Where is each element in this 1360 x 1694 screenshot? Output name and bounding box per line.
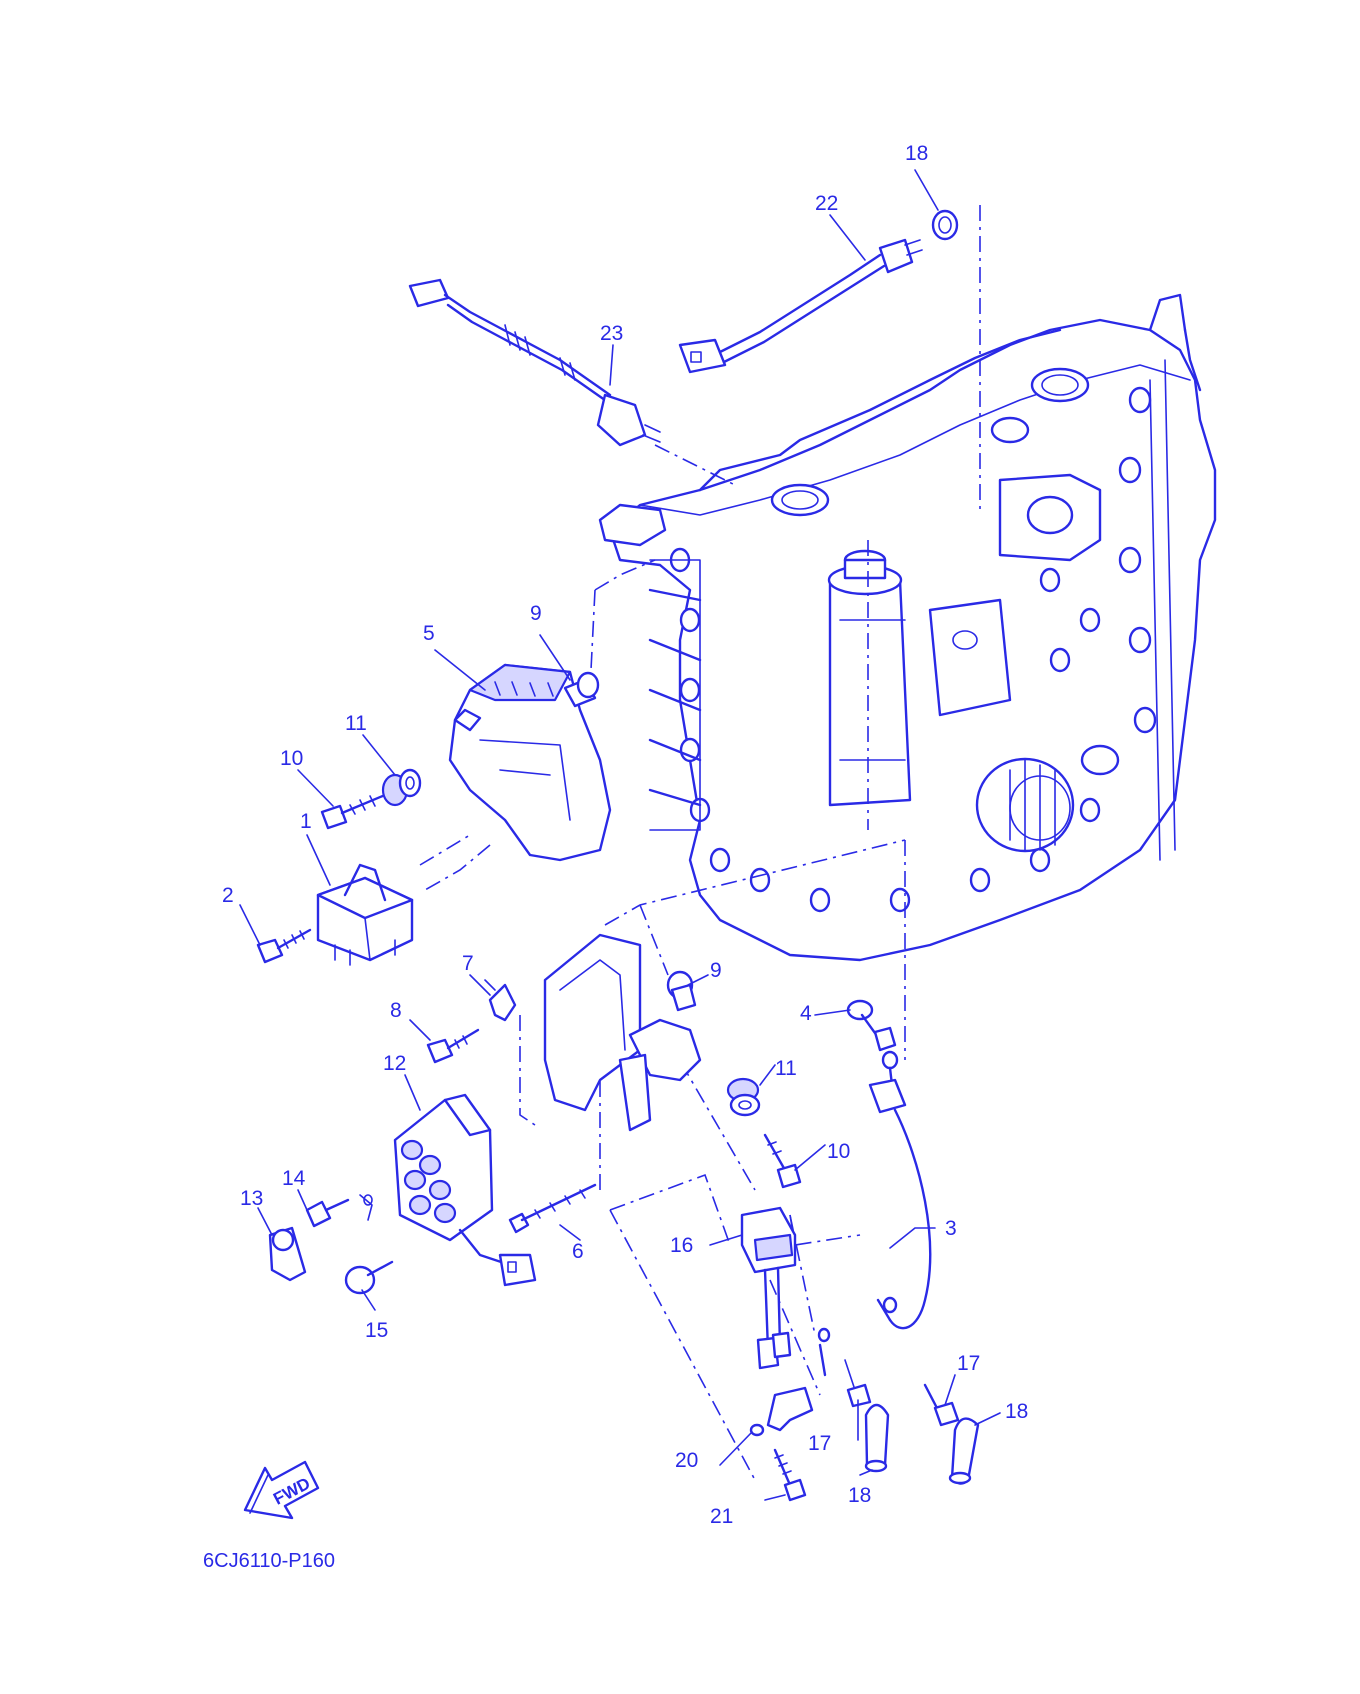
callout-7: 7 bbox=[462, 952, 474, 975]
callout-20: 21 bbox=[710, 1505, 733, 1528]
block-bosses bbox=[669, 386, 1157, 913]
callout-11-upper: 11 bbox=[345, 712, 367, 735]
callout-10-upper: 10 bbox=[280, 747, 303, 770]
part-3-cable bbox=[868, 1050, 932, 1330]
part-16-connector bbox=[740, 1206, 797, 1370]
callout-18-right: 18 bbox=[1005, 1400, 1028, 1423]
part-19-bracket bbox=[749, 1386, 814, 1437]
part-11-grommet-upper bbox=[381, 768, 422, 807]
part-23-sensor bbox=[408, 278, 661, 447]
callout-16: 16 bbox=[670, 1234, 693, 1257]
part-9-collar-upper bbox=[563, 671, 600, 708]
part-10-bolt-upper bbox=[320, 793, 387, 830]
callout-21: 22 bbox=[815, 192, 838, 215]
part-11-grommet-lower bbox=[726, 1077, 761, 1117]
part-22-o-ring bbox=[931, 209, 959, 241]
part-18-cap-right bbox=[948, 1417, 980, 1485]
callout-14: 14 bbox=[282, 1167, 306, 1190]
mounting-plate bbox=[543, 933, 702, 1132]
drawing-code: 6CJ6110-P160 bbox=[203, 1550, 335, 1572]
part-21-sensor bbox=[678, 238, 923, 374]
callout-6: 6 bbox=[572, 1240, 584, 1263]
part-5-bracket bbox=[448, 663, 612, 862]
part-14-bolt bbox=[305, 1194, 373, 1228]
callout-labels: 18 22 23 9 5 11 10 1 2 7 9 8 4 11 12 10 … bbox=[222, 142, 1028, 1528]
engine-block bbox=[598, 293, 1217, 962]
part-10-bolt-lower bbox=[763, 1133, 802, 1189]
part-15-bolt bbox=[344, 1260, 394, 1295]
callout-3: 3 bbox=[945, 1217, 957, 1240]
part-20-screw bbox=[773, 1448, 807, 1502]
callout-15: 15 bbox=[365, 1319, 388, 1342]
callout-4: 4 bbox=[800, 1002, 812, 1025]
part-7-clamp bbox=[484, 979, 517, 1022]
callout-23: 23 bbox=[600, 322, 623, 345]
part-12-relay-block bbox=[393, 1093, 537, 1287]
leader-lines bbox=[239, 169, 1001, 1501]
part-6-cable-tie bbox=[508, 1183, 597, 1234]
callout-18-left: 18 bbox=[848, 1484, 871, 1507]
part-18-cap-left bbox=[864, 1403, 890, 1473]
fwd-arrow-icon: FWD bbox=[243, 1460, 320, 1520]
callout-10-lower: 10 bbox=[827, 1140, 850, 1163]
callout-17-lower: 17 bbox=[808, 1432, 831, 1455]
callout-2: 2 bbox=[222, 884, 234, 907]
callout-12: 12 bbox=[383, 1052, 406, 1075]
part-17-bolt-upper bbox=[882, 1296, 960, 1427]
callout-5: 5 bbox=[423, 622, 435, 645]
centre-lines bbox=[419, 205, 981, 1481]
callout-17-upper: 17 bbox=[957, 1352, 980, 1375]
callout-9-upper: 9 bbox=[530, 602, 542, 625]
part-4-bolt bbox=[846, 999, 897, 1052]
part-17-bolt-lower bbox=[817, 1327, 872, 1408]
part-13-cap bbox=[268, 1226, 307, 1282]
callout-1: 1 bbox=[300, 810, 312, 833]
part-8-screw bbox=[426, 1028, 480, 1064]
part-2-screw bbox=[256, 928, 312, 964]
callout-13: 13 bbox=[240, 1187, 263, 1210]
callout-22: 18 bbox=[905, 142, 928, 165]
part-1-relay bbox=[316, 863, 414, 966]
part-9-collar-lower bbox=[666, 970, 697, 1012]
callout-11-lower: 11 bbox=[775, 1057, 797, 1080]
starter-motor bbox=[827, 540, 912, 830]
callout-8: 8 bbox=[390, 999, 402, 1022]
callout-9-lower: 9 bbox=[710, 959, 722, 982]
callout-19: 20 bbox=[675, 1449, 698, 1472]
oil-filter bbox=[975, 757, 1075, 853]
